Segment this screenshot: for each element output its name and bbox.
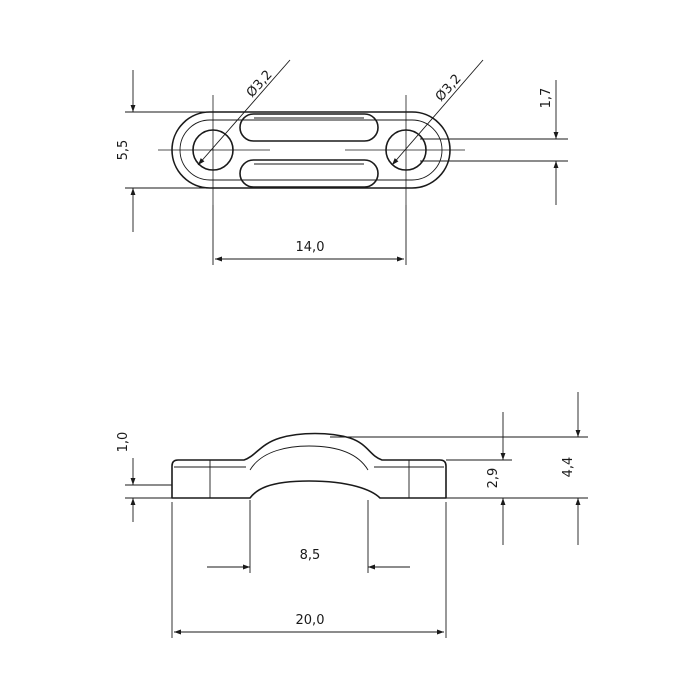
dim-inner-height-label: 2,9 [486,468,501,489]
side-view-arch-inner [249,445,369,471]
dim-total-length-label: 20,0 [296,613,325,628]
dim-height-label: 5,5 [116,140,131,161]
side-view: 1,0 2,9 4,4 8,5 20,0 [116,392,588,638]
hole-right-leader [391,59,484,166]
dim-thickness-label: 1,0 [116,432,131,453]
slot-upper [239,113,379,142]
dim-arch-width-label: 8,5 [300,548,321,563]
top-view: Ø3,2 Ø3,2 5,5 1,7 14,0 [116,59,568,265]
dim-offset-label: 1,7 [539,88,554,109]
hole-left-label: Ø3,2 [244,68,276,101]
dim-spacing-label: 14,0 [296,240,325,255]
dim-total-height-label: 4,4 [561,457,576,478]
hole-left-leader [197,59,291,166]
slot-lower [239,159,379,188]
side-view-outline [171,432,447,499]
